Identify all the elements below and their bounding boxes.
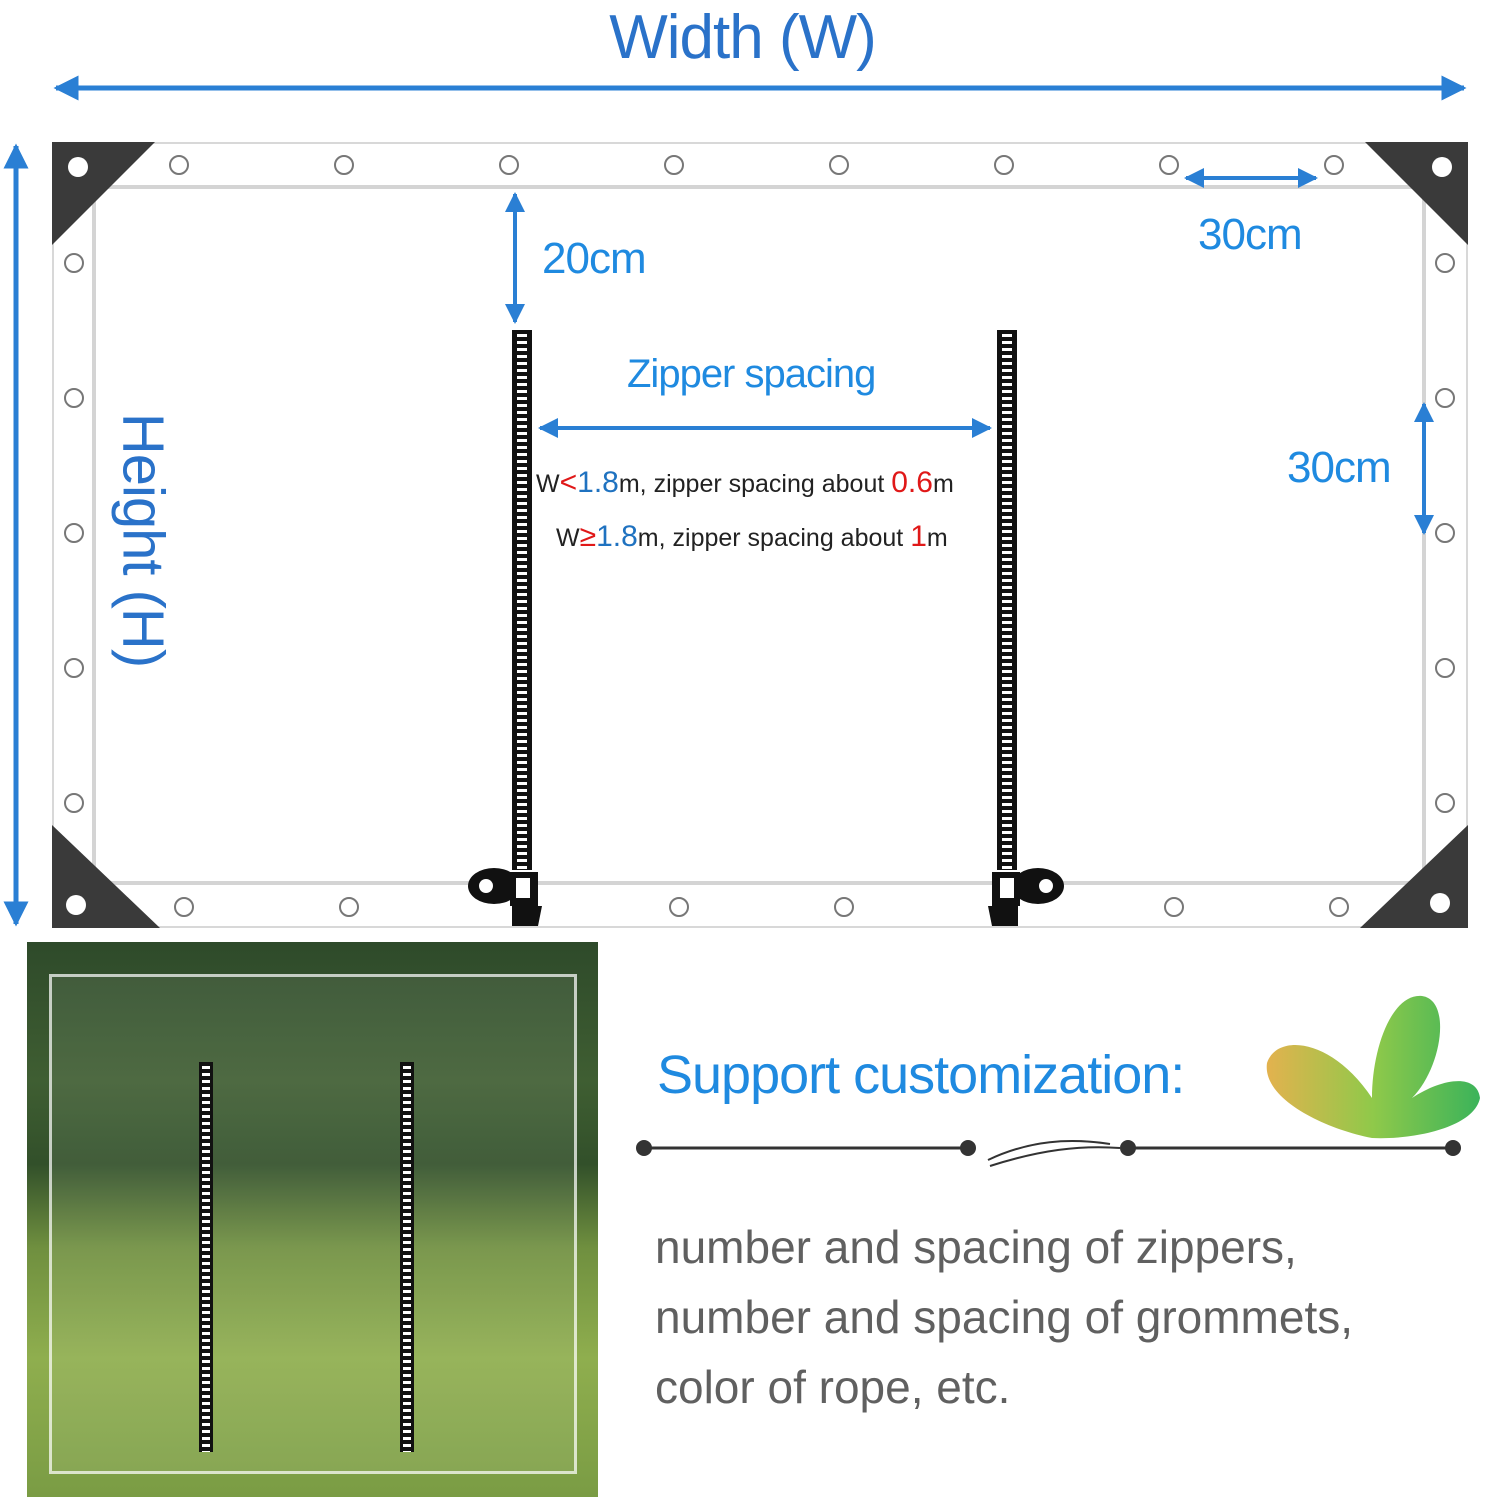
tarp-inner-edge (92, 185, 1426, 885)
customization-line: color of rope, etc. (655, 1361, 1011, 1413)
grommet (64, 793, 84, 813)
grommet (1435, 253, 1455, 273)
width-title: Width (W) (609, 3, 877, 72)
customization-heading: Support customization: (657, 1045, 1185, 1105)
grommet (1159, 155, 1179, 175)
top-margin-label: 20cm (542, 234, 647, 283)
side-grommet-spacing-label: 30cm (1287, 443, 1392, 492)
grommet (1329, 897, 1349, 917)
zipper-pull-icon (468, 868, 542, 926)
height-label: Height (H) (110, 412, 176, 668)
grommet (1164, 897, 1184, 917)
grommet (1324, 155, 1344, 175)
grommet (834, 897, 854, 917)
customization-line: number and spacing of grommets, (655, 1291, 1354, 1343)
leaf-icon (1266, 995, 1480, 1139)
grommet (64, 523, 84, 543)
grommet (1435, 388, 1455, 408)
grommet (994, 155, 1014, 175)
grommet (174, 897, 194, 917)
divider-line (636, 1140, 1461, 1167)
grommet (169, 155, 189, 175)
top-grommet-spacing-label: 30cm (1198, 210, 1303, 259)
customization-line: number and spacing of zippers, (655, 1221, 1297, 1273)
grommet (669, 897, 689, 917)
grommet (499, 155, 519, 175)
grommet (334, 155, 354, 175)
corner-patches (52, 142, 1468, 928)
grommet (64, 253, 84, 273)
rule-small-width: W<1.8m, zipper spacing about 0.6m (536, 466, 954, 499)
dimension-arrows (3, 75, 1467, 927)
tarp-outline (52, 142, 1468, 928)
grommet (829, 155, 849, 175)
grommet (64, 388, 84, 408)
zipper-pull-icon (988, 868, 1064, 926)
zipper-spacing-label: Zipper spacing (627, 352, 876, 396)
rule-large-width: W≥1.8m, zipper spacing about 1m (556, 520, 948, 553)
zipper-right (997, 330, 1017, 870)
grommet (339, 897, 359, 917)
grommet (664, 155, 684, 175)
grommet (1435, 658, 1455, 678)
zipper-left (512, 330, 532, 870)
grommet (64, 658, 84, 678)
grommet (1435, 523, 1455, 543)
grommet (1435, 793, 1455, 813)
product-photo (27, 942, 598, 1497)
measure-arrows (505, 168, 1434, 535)
